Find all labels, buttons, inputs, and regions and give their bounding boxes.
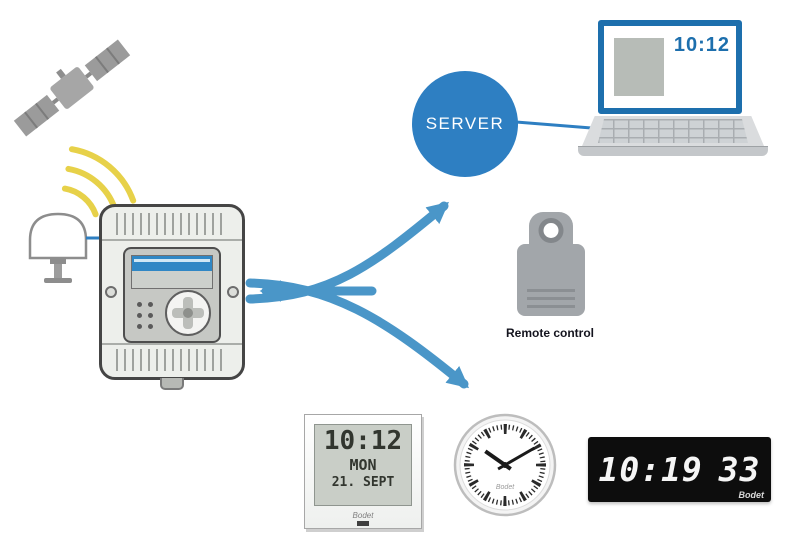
remote-caption: Remote control (505, 326, 594, 340)
masterclock-front-panel (123, 247, 221, 343)
analog-clock-face: Bodet (453, 413, 557, 517)
satellite-panel-left (13, 94, 60, 137)
gps-satellite-icon (13, 39, 131, 137)
signal-wave-inner (61, 185, 99, 218)
masterclock-seam (102, 343, 242, 345)
laptop-icon: 10:12 (578, 18, 768, 158)
masterclock-bottom-vents (116, 349, 228, 371)
led-brand-label: Bodet (738, 490, 765, 500)
satellite-panel-right (84, 39, 131, 82)
led-digits: 10:19 33 (588, 437, 771, 502)
lcd-screen: 10:12 MON 21. SEPT (314, 424, 412, 506)
lcd-day: MON (349, 455, 377, 474)
remote-vents (527, 286, 575, 308)
lcd-date: 21. SEPT (331, 474, 395, 490)
masterclock-top-vents (116, 213, 228, 235)
analog-brand-label: Bodet (496, 484, 515, 491)
laptop-screen: 10:12 (598, 20, 742, 114)
led-display-clock: 10:19 33 Bodet (588, 437, 771, 502)
remote-keypad (528, 253, 574, 279)
remote-lanyard-ring (538, 218, 564, 243)
laptop-keys (598, 119, 748, 143)
lcd-time: 10:12 (323, 426, 403, 456)
satellite-body (50, 67, 94, 109)
clock-center-cap (502, 462, 508, 468)
signal-wave-middle (65, 165, 118, 211)
master-clock-icon (99, 204, 245, 390)
laptop-time-display: 10:12 (673, 34, 730, 56)
lcd-brand-label: Bodet (352, 511, 374, 520)
remote-head (529, 212, 573, 248)
lcd-sensor-dot (357, 521, 369, 526)
gps-antenna-icon (28, 212, 88, 283)
radio-signal-waves-icon (61, 146, 137, 218)
laptop-screen-content (614, 38, 664, 96)
masterclock-display (131, 255, 213, 289)
server-to-laptop-link (515, 120, 605, 131)
masterclock-seam (102, 239, 242, 241)
server-label: SERVER (425, 114, 505, 133)
screw-icon (105, 286, 117, 298)
masterclock-dpad-control (165, 290, 211, 336)
led-time: 10:19 (598, 450, 703, 489)
antenna-dome (28, 212, 88, 260)
analog-wall-clock: Bodet (453, 413, 557, 517)
masterclock-cable-outlet (160, 378, 184, 390)
masterclock-display-header (132, 256, 212, 271)
screw-icon (227, 286, 239, 298)
masterclock-led-indicators (137, 302, 153, 329)
laptop-keyboard (582, 116, 764, 146)
led-seconds: 33 (718, 450, 761, 489)
lcd-digital-clock: 10:12 MON 21. SEPT Bodet (304, 414, 422, 529)
masterclock-ok-button (183, 308, 193, 318)
distribution-arrows (245, 201, 469, 389)
signal-wave-outer (68, 146, 137, 204)
server-node: SERVER (412, 71, 518, 177)
handheld-remote-icon (515, 212, 587, 318)
laptop-base (578, 146, 768, 156)
remote-body (517, 244, 585, 316)
